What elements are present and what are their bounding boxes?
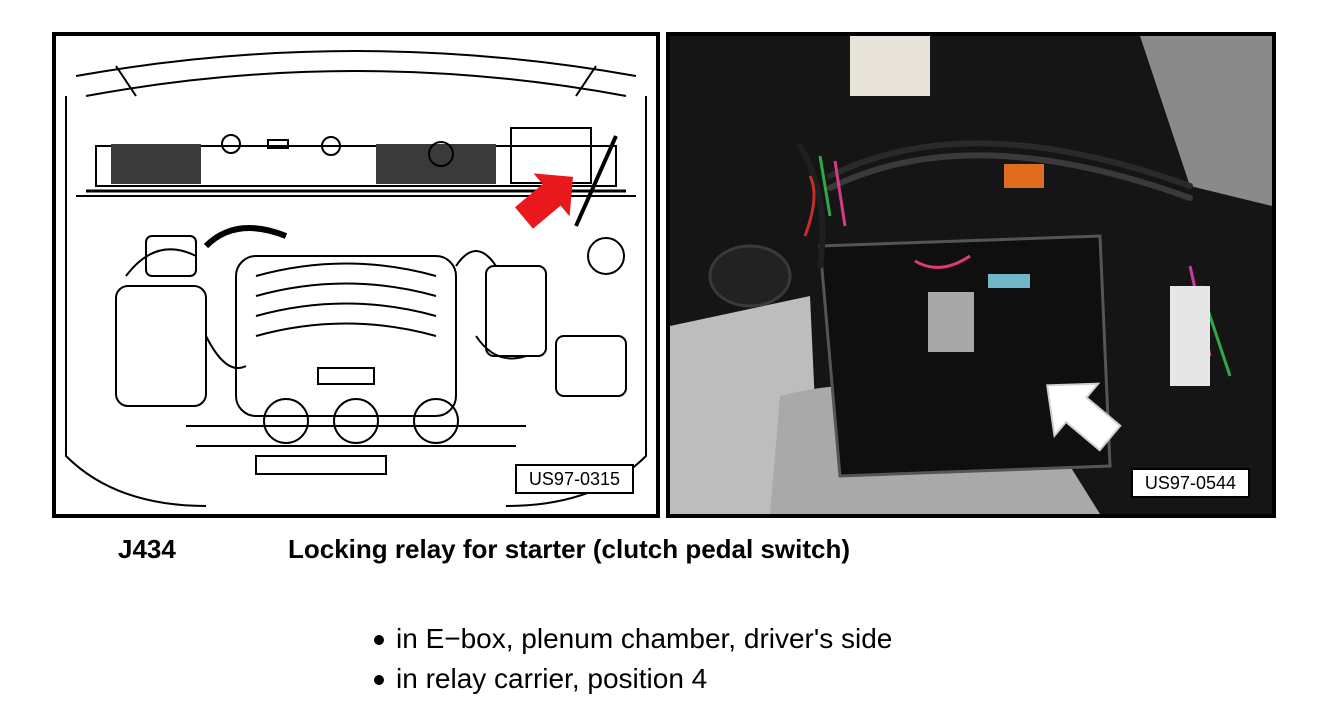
engine-bay-illustration: US97-0315 <box>52 32 660 518</box>
relay-carrier-photo: US97-0544 <box>666 32 1276 518</box>
location-list: in E−box, plenum chamber, driver's side … <box>370 619 892 699</box>
red-locator-arrow <box>515 173 574 229</box>
figure-id-right: US97-0544 <box>1130 468 1250 498</box>
component-code: J434 <box>118 534 176 564</box>
relay-carrier-drawing <box>670 36 1272 514</box>
engine-bay-drawing <box>65 50 647 507</box>
figure-id-left: US97-0315 <box>514 464 634 494</box>
component-title: Locking relay for starter (clutch pedal … <box>288 534 851 564</box>
location-item: in relay carrier, position 4 <box>370 659 892 699</box>
location-item: in E−box, plenum chamber, driver's side <box>370 619 892 659</box>
white-locator-arrow <box>1046 382 1122 452</box>
